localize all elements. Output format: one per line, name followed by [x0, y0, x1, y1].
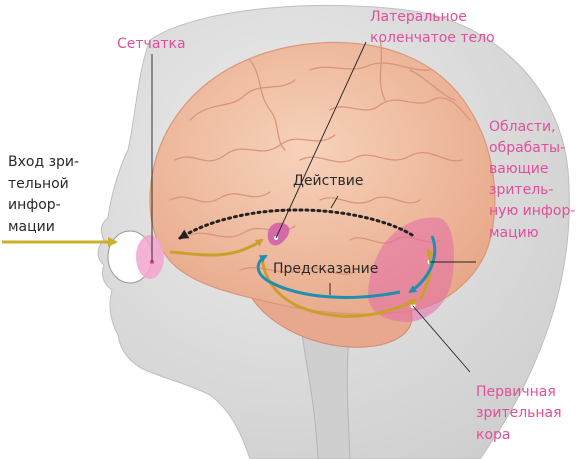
- label-prediction: Предсказание: [273, 261, 378, 277]
- label-primary-visual-cortex: Первичная зрительная кора: [476, 384, 566, 443]
- label-action: Действие: [293, 173, 363, 189]
- label-visual-input: Вход зри- тельной инфор- мации: [8, 154, 84, 235]
- eye: [108, 231, 164, 283]
- label-retina: Сетчатка: [117, 36, 186, 52]
